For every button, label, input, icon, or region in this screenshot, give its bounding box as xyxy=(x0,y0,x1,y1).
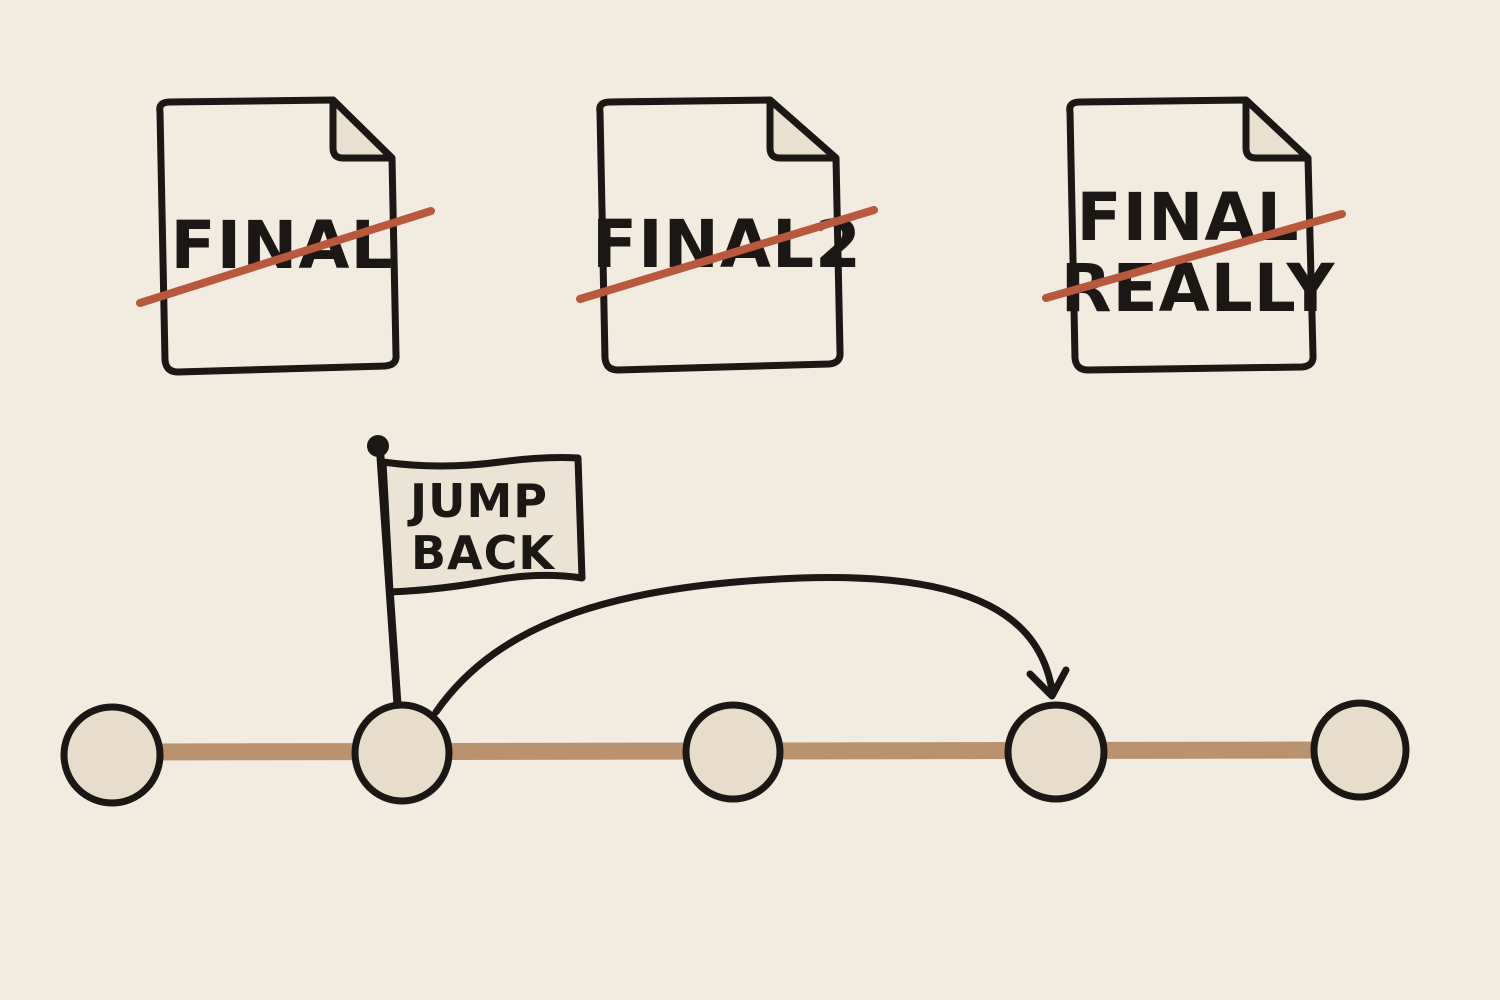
timeline-node xyxy=(60,703,164,807)
file-icon-final2: FINAL2 xyxy=(576,96,878,374)
timeline-node xyxy=(682,701,784,803)
file-label-final2: FINAL2 xyxy=(592,206,862,283)
strikethrough-line xyxy=(1042,210,1346,302)
file-icon-final-really: FINAL REALLY xyxy=(1042,96,1346,374)
flag-label-back: BACK xyxy=(411,526,556,580)
strikethrough-line xyxy=(136,207,435,307)
flag-pole-knob xyxy=(367,435,389,457)
jump-arrow xyxy=(432,573,1070,716)
flag-label-jump: JUMP xyxy=(407,474,548,528)
timeline-node-flagged xyxy=(351,701,453,805)
jump-back-flag: JUMP BACK xyxy=(367,435,586,716)
strikethrough-line xyxy=(576,206,878,303)
file-icon-final: FINAL xyxy=(136,96,435,376)
file-label-final: FINAL xyxy=(1076,179,1299,256)
file-label-final: FINAL xyxy=(170,207,393,284)
arrowhead-icon xyxy=(1026,666,1070,700)
timeline-node xyxy=(1310,699,1410,801)
flag-cloth xyxy=(379,454,586,596)
jump-arrow-curve xyxy=(432,573,1056,716)
timeline-node-target xyxy=(1004,701,1108,803)
file-label-really: REALLY xyxy=(1061,250,1336,327)
